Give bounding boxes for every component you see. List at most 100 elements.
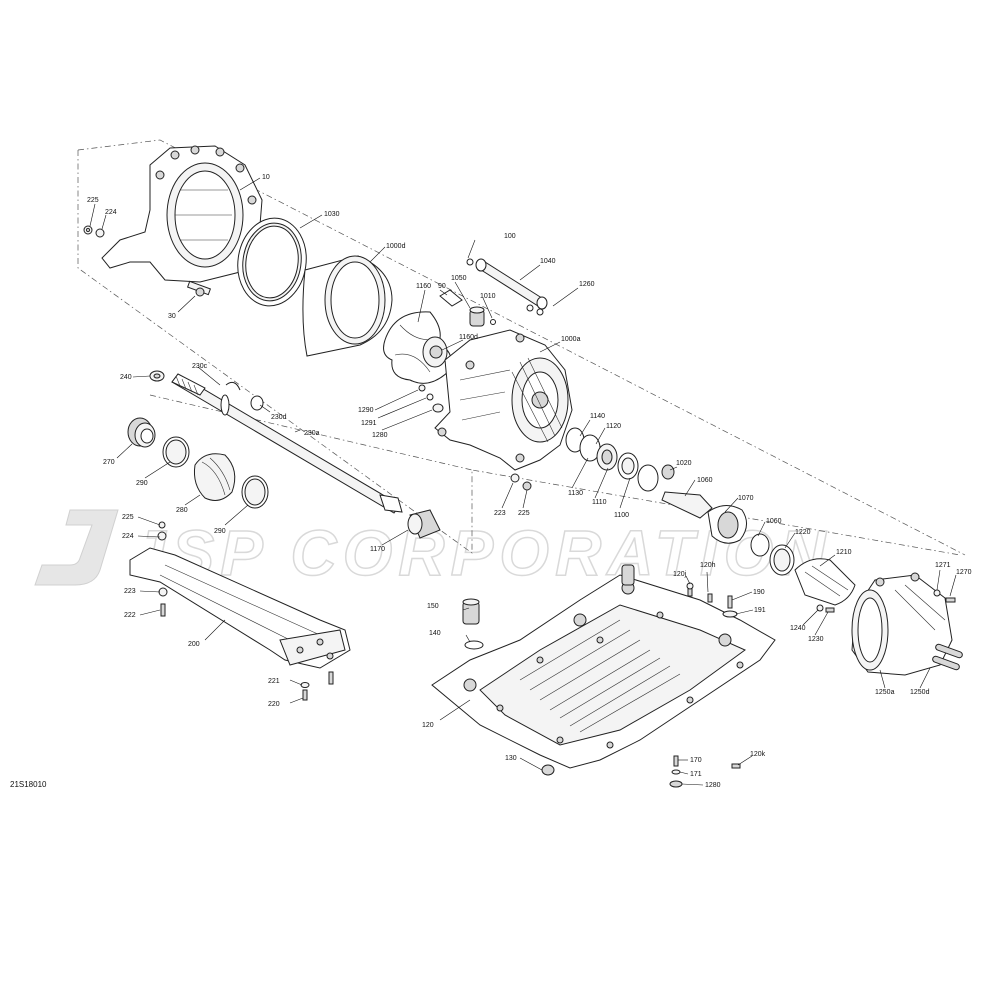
callout-191: 191 <box>754 607 766 614</box>
callout-1020: 1020 <box>676 460 692 467</box>
bracket-200 <box>129 547 351 669</box>
pump-support-10 <box>101 145 263 283</box>
callout-1050: 1050 <box>451 275 467 282</box>
callout-1290: 1290 <box>358 407 374 414</box>
venturi-1250a <box>851 572 963 676</box>
nuts-223-225-housing <box>510 473 532 491</box>
callout-1270: 1270 <box>956 569 972 576</box>
screws-1230-1240 <box>816 604 835 613</box>
callout-290-lower: 290 <box>214 528 226 535</box>
callout-222: 222 <box>124 612 136 619</box>
callout-1280-bottom: 1280 <box>705 782 721 789</box>
callout-290-upper: 290 <box>136 480 148 487</box>
callout-1271: 1271 <box>935 562 951 569</box>
callout-240: 240 <box>120 374 132 381</box>
callout-1110: 1110 <box>592 499 607 506</box>
clamp-290-lower <box>241 475 269 509</box>
pump-housing-1000a <box>434 329 573 471</box>
cone-1210 <box>794 558 856 606</box>
ring-1030 <box>237 217 307 307</box>
callout-1060-cap: 1060 <box>766 518 782 525</box>
callout-190: 190 <box>753 589 765 596</box>
fasteners-170-171-1280-120k <box>669 755 741 788</box>
callout-224-bracket: 224 <box>122 533 134 540</box>
driveshaft-230a <box>171 373 403 514</box>
bearing-stack <box>565 427 795 576</box>
callout-120k: 120k <box>750 751 766 758</box>
ride-plate-120 <box>431 564 776 769</box>
callout-1100: 1100 <box>614 512 629 519</box>
callout-1230: 1230 <box>808 636 824 643</box>
callout-120h: 120h <box>700 562 716 569</box>
callout-90: 90 <box>438 283 446 290</box>
callout-1120: 1120 <box>606 423 621 430</box>
callout-1250d: 1250d <box>910 689 930 696</box>
callout-1160d: 1160d <box>459 334 478 341</box>
callouts: 10 1030 1000d 225 224 30 1160 90 1050 10… <box>87 174 972 789</box>
callout-170: 170 <box>690 757 702 764</box>
callout-100: 100 <box>504 233 516 240</box>
bearing-240 <box>149 370 165 382</box>
callout-1070: 1070 <box>738 495 754 502</box>
callout-230d: 230d <box>271 414 287 421</box>
callout-1260: 1260 <box>579 281 595 288</box>
callout-1000d: 1000d <box>386 243 406 250</box>
coupler-1170 <box>407 509 441 539</box>
nut-225-224-top <box>83 225 105 238</box>
callout-225-bracket: 225 <box>122 514 134 521</box>
seal-270 <box>127 417 156 448</box>
callout-221: 221 <box>268 678 280 685</box>
callout-150: 150 <box>427 603 439 610</box>
callout-1291: 1291 <box>361 420 377 427</box>
impeller-1160 <box>383 311 452 384</box>
callout-220: 220 <box>268 701 280 708</box>
callout-200: 200 <box>188 641 200 648</box>
callout-230a: 230a <box>304 430 320 437</box>
ring-230c-230d <box>225 381 264 411</box>
callout-1240: 1240 <box>790 625 806 632</box>
small-parts-1290-1291-1280 <box>418 384 444 413</box>
callout-223-housing: 223 <box>494 510 506 517</box>
callout-223-bracket: 223 <box>124 588 136 595</box>
callout-171: 171 <box>690 771 702 778</box>
callout-30: 30 <box>168 313 176 320</box>
fasteners-120h-120j-190-191 <box>686 582 738 618</box>
callout-120: 120 <box>422 722 434 729</box>
watermark-text: JSP CORPORATION <box>130 517 832 589</box>
callout-140: 140 <box>429 630 441 637</box>
callout-130: 130 <box>505 755 517 762</box>
callout-1250a: 1250a <box>875 689 895 696</box>
boot-280 <box>194 453 236 501</box>
callout-1060-shaft: 1060 <box>697 477 713 484</box>
callout-10: 10 <box>262 174 270 181</box>
callout-1220: 1220 <box>795 529 811 536</box>
watermark: JSP CORPORATION <box>34 509 832 590</box>
drawing-number: 21S18010 <box>10 780 47 789</box>
fasteners-221-220 <box>300 671 334 701</box>
callout-1030: 1030 <box>324 211 340 218</box>
leader-lines <box>89 177 957 786</box>
callout-270: 270 <box>103 459 115 466</box>
clamp-290-upper <box>162 436 190 468</box>
callout-1210: 1210 <box>836 549 852 556</box>
callout-1170: 1170 <box>370 546 385 553</box>
bolts-1270-1271 <box>933 589 956 603</box>
wear-ring-1000d <box>302 255 393 357</box>
callout-1040: 1040 <box>540 258 556 265</box>
callout-1160: 1160 <box>416 283 431 290</box>
callout-225-top: 225 <box>87 197 99 204</box>
callout-1130: 1130 <box>568 490 583 497</box>
callout-1280-top: 1280 <box>372 432 388 439</box>
assembly-alignment-lines <box>77 139 966 556</box>
fitting-150-140 <box>462 598 484 650</box>
drive-shaft-1040 <box>466 258 548 316</box>
callout-120j: 120j <box>673 571 687 578</box>
plug-130 <box>541 764 555 776</box>
stud-30 <box>186 280 212 297</box>
callout-280: 280 <box>176 507 188 514</box>
callout-230c: 230c <box>192 363 208 370</box>
callout-224-top: 224 <box>105 209 117 216</box>
callout-1140: 1140 <box>590 413 605 420</box>
callout-1000a: 1000a <box>561 336 581 343</box>
